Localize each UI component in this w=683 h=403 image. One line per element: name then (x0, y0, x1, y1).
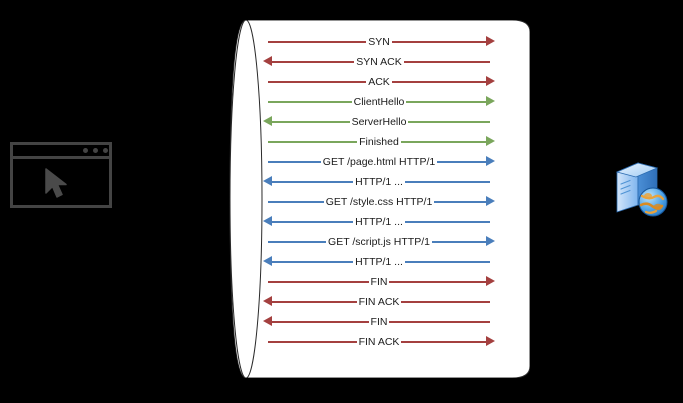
flow-row: FIN ACK (228, 334, 530, 350)
flow-row: FIN (228, 314, 530, 330)
browser-frame (10, 142, 112, 208)
flow-label: HTTP/1 ... (228, 214, 530, 230)
flow-label: FIN ACK (228, 294, 530, 310)
flow-label: GET /script.js HTTP/1 (228, 234, 530, 250)
flow-label: SYN (228, 34, 530, 50)
flow-row: HTTP/1 ... (228, 214, 530, 230)
flow-label-text: Finished (357, 136, 401, 148)
browser-dot-icon (103, 148, 108, 153)
web-server-icon (615, 162, 668, 217)
arrow-left-icon (263, 316, 272, 326)
flow-label: ServerHello (228, 114, 530, 130)
browser-dot-icon (83, 148, 88, 153)
flow-label-text: FIN ACK (356, 336, 402, 348)
mouse-pointer-icon (45, 168, 67, 198)
arrow-right-icon (486, 196, 495, 206)
flow-label: FIN (228, 314, 530, 330)
arrow-left-icon (263, 296, 272, 306)
globe-icon (638, 187, 668, 217)
flow-label: GET /style.css HTTP/1 (228, 194, 530, 210)
flow-label: SYN ACK (228, 54, 530, 70)
flow-row: SYN (228, 34, 530, 50)
flow-label-text: HTTP/1 ... (353, 176, 405, 188)
arrow-right-icon (486, 236, 495, 246)
flow-label-text: SYN (366, 36, 392, 48)
flow-row: HTTP/1 ... (228, 174, 530, 190)
flow-row: Finished (228, 134, 530, 150)
flow-row: GET /style.css HTTP/1 (228, 194, 530, 210)
flow-label-text: FIN ACK (356, 296, 402, 308)
flow-label-text: FIN (368, 316, 390, 328)
arrow-right-icon (486, 276, 495, 286)
arrow-left-icon (263, 116, 272, 126)
arrow-right-icon (486, 36, 495, 46)
arrow-right-icon (486, 96, 495, 106)
flow-row: HTTP/1 ... (228, 254, 530, 270)
flow-label-text: GET /page.html HTTP/1 (320, 156, 438, 168)
arrow-right-icon (486, 156, 495, 166)
flow-row: GET /page.html HTTP/1 (228, 154, 530, 170)
flow-label: Finished (228, 134, 530, 150)
flow-label-text: ACK (366, 76, 392, 88)
arrow-left-icon (263, 176, 272, 186)
flow-label-text: HTTP/1 ... (353, 256, 405, 268)
flow-row: FIN ACK (228, 294, 530, 310)
flow-label: ClientHello (228, 94, 530, 110)
arrow-left-icon (263, 256, 272, 266)
client-browser-icon (10, 142, 112, 208)
flow-label-text: HTTP/1 ... (353, 216, 405, 228)
flow-row: SYN ACK (228, 54, 530, 70)
flow-label: HTTP/1 ... (228, 254, 530, 270)
flow-label-text: ServerHello (349, 116, 409, 128)
flow-label: FIN ACK (228, 334, 530, 350)
flow-row: GET /script.js HTTP/1 (228, 234, 530, 250)
flow-label: HTTP/1 ... (228, 174, 530, 190)
flow-label-text: ClientHello (351, 96, 407, 108)
flow-label: FIN (228, 274, 530, 290)
arrow-right-icon (486, 136, 495, 146)
browser-dot-icon (93, 148, 98, 153)
browser-titlebar (10, 142, 112, 159)
flow-row: ACK (228, 74, 530, 90)
flow-label: ACK (228, 74, 530, 90)
arrow-left-icon (263, 56, 272, 66)
flow-label-text: FIN (368, 276, 390, 288)
flow-label: GET /page.html HTTP/1 (228, 154, 530, 170)
flow-label-text: GET /style.css HTTP/1 (323, 196, 435, 208)
flow-label-text: SYN ACK (354, 56, 404, 68)
arrow-right-icon (486, 76, 495, 86)
arrow-left-icon (263, 216, 272, 226)
arrow-right-icon (486, 336, 495, 346)
flow-row: ClientHello (228, 94, 530, 110)
flow-row: ServerHello (228, 114, 530, 130)
flow-label-text: GET /script.js HTTP/1 (326, 236, 432, 248)
flow-row: FIN (228, 274, 530, 290)
